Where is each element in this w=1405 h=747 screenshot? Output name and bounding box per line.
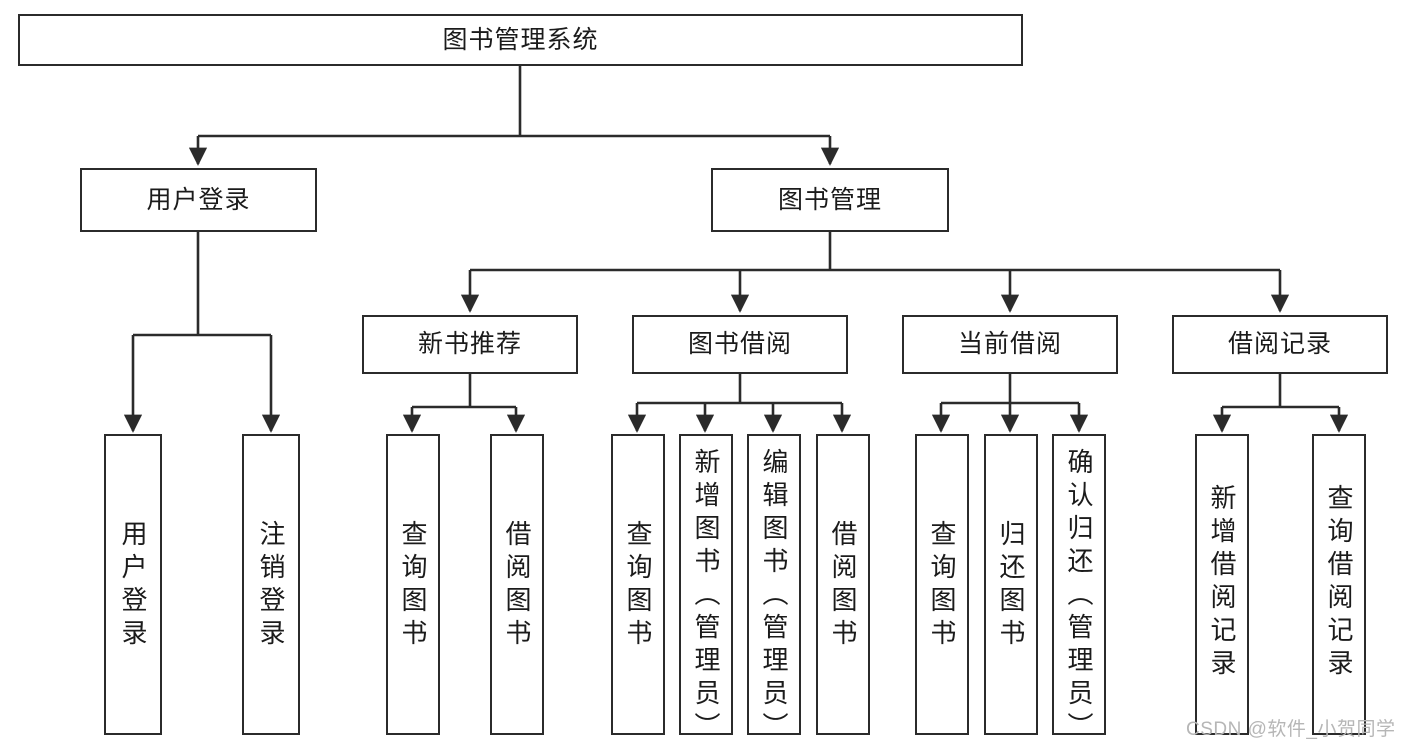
- node-borrow-record[interactable]: 借阅记录: [1172, 315, 1388, 374]
- leaf-add-book-admin[interactable]: 新增图书（管理员）: [679, 434, 733, 745]
- leaf-edit-book-admin[interactable]: 编辑图书（管理员）: [747, 434, 801, 745]
- csdn-watermark: CSDN @软件_小贺同学: [1186, 719, 1396, 740]
- node-book-borrow[interactable]: 图书借阅: [632, 315, 848, 374]
- node-label: 借阅记录: [1227, 330, 1332, 358]
- node-current-borrow[interactable]: 当前借阅: [902, 315, 1118, 374]
- leaf-add-borrow-record[interactable]: 新增借阅记录: [1195, 434, 1249, 735]
- node-label: 新增借阅记录: [1207, 484, 1237, 682]
- node-label: 新增图书（管理员）: [691, 448, 721, 745]
- node-label: 借阅图书: [828, 520, 858, 652]
- node-label: 查询图书: [398, 520, 428, 652]
- node-label: 用户登录: [146, 185, 251, 214]
- node-label: 用户登录: [118, 520, 148, 652]
- node-label: 注销登录: [256, 520, 286, 652]
- leaf-borrow-book-new[interactable]: 借阅图书: [490, 434, 544, 735]
- node-label: 借阅图书: [502, 520, 532, 652]
- leaf-logout[interactable]: 注销登录: [242, 434, 300, 735]
- node-label: 当前借阅: [957, 330, 1062, 358]
- node-label: 新书推荐: [417, 330, 522, 358]
- node-label: 确认归还（管理员）: [1064, 448, 1094, 745]
- node-user-login[interactable]: 用户登录: [80, 168, 317, 232]
- leaf-confirm-return-admin[interactable]: 确认归还（管理员）: [1052, 434, 1106, 745]
- node-label: 图书管理系统: [442, 25, 599, 54]
- node-label: 查询图书: [623, 520, 653, 652]
- leaf-query-book-new[interactable]: 查询图书: [386, 434, 440, 735]
- leaf-query-book-borrow[interactable]: 查询图书: [611, 434, 665, 735]
- node-label: 图书管理: [777, 185, 882, 214]
- leaf-query-borrow-record[interactable]: 查询借阅记录: [1312, 434, 1366, 735]
- node-new-book-recommend[interactable]: 新书推荐: [362, 315, 578, 374]
- leaf-query-book-current[interactable]: 查询图书: [915, 434, 969, 735]
- node-root-system[interactable]: 图书管理系统: [18, 14, 1023, 66]
- leaf-return-book[interactable]: 归还图书: [984, 434, 1038, 735]
- leaf-user-login[interactable]: 用户登录: [104, 434, 162, 735]
- leaf-borrow-book[interactable]: 借阅图书: [816, 434, 870, 735]
- node-label: 编辑图书（管理员）: [759, 448, 789, 745]
- node-label: 查询图书: [927, 520, 957, 652]
- node-label: 图书借阅: [687, 330, 792, 358]
- node-label: 归还图书: [996, 520, 1026, 652]
- node-label: 查询借阅记录: [1324, 484, 1354, 682]
- node-book-management[interactable]: 图书管理: [711, 168, 949, 232]
